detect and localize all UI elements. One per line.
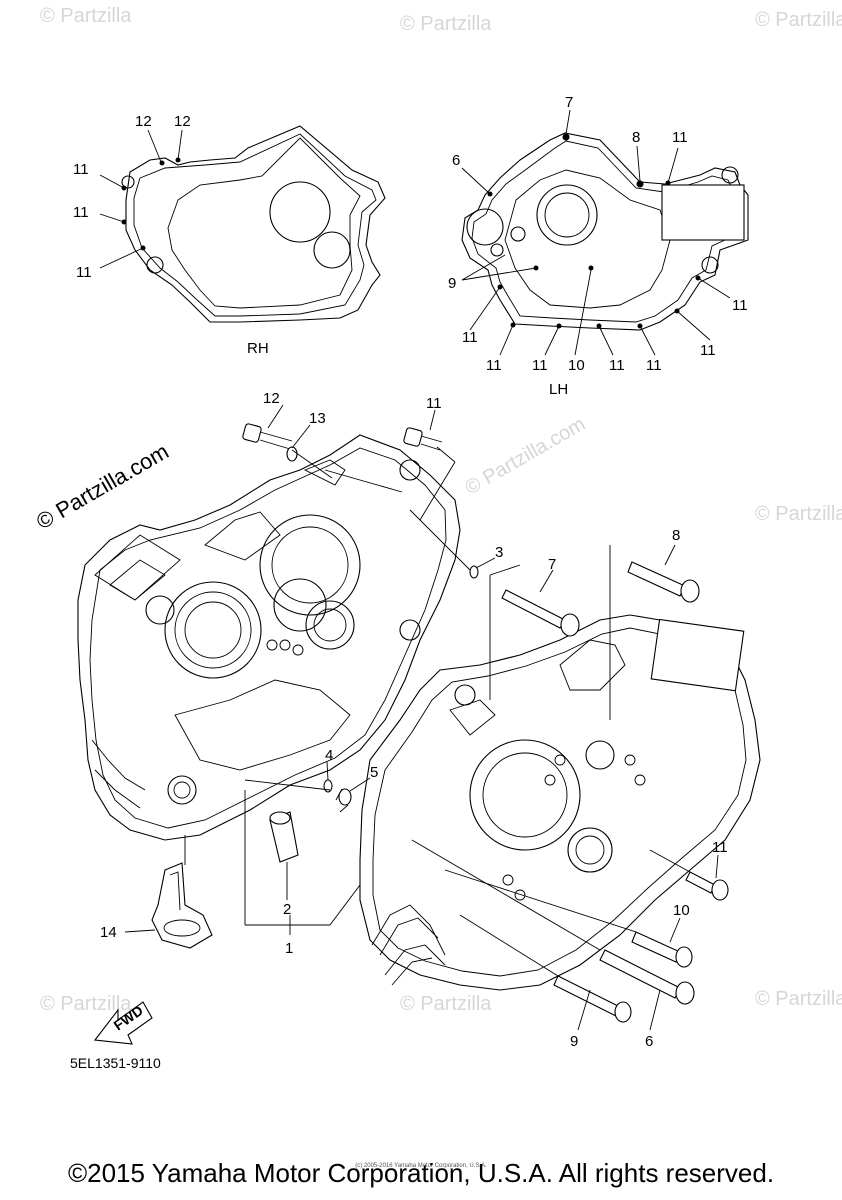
callout-6: 6 — [452, 152, 460, 169]
callout-11: 11 — [732, 297, 748, 314]
callout-11: 11 — [73, 161, 89, 178]
watermark: © Partzilla — [400, 993, 492, 1015]
callout-4: 4 — [325, 747, 333, 764]
callout-12: 12 — [174, 113, 191, 130]
callout-7: 7 — [548, 556, 556, 573]
bolt-11-top — [403, 427, 443, 451]
dowel-pin-5 — [335, 788, 352, 813]
dowel-pin-2 — [269, 811, 299, 863]
rh-bearing-hole-large — [269, 181, 331, 243]
rh-bearing-hole-small — [313, 231, 351, 269]
callout-9: 9 — [570, 1033, 578, 1050]
watermarks: © Partzilla © Partzilla © Partzilla © Pa… — [32, 5, 842, 1015]
lh-gasket-view: 7 8 11 6 9 11 11 11 11 11 10 11 11 LH — [448, 94, 749, 398]
callout-13: 13 — [309, 410, 326, 427]
rh-view-label: RH — [247, 340, 269, 357]
crankcase-left-half — [359, 614, 761, 991]
callout-2: 2 — [283, 901, 291, 918]
oil-strainer-14 — [151, 862, 213, 949]
watermark: © Partzilla — [40, 993, 132, 1015]
fasteners — [151, 423, 729, 1023]
callout-6: 6 — [645, 1033, 653, 1050]
o-ring-3 — [469, 565, 479, 579]
washer-13 — [286, 446, 298, 462]
small-credit-line: (c) 2005-2016 Yamaha Motor Corporation, … — [355, 1163, 487, 1169]
callout-11: 11 — [73, 204, 89, 221]
rh-gasket-view: 12 12 11 11 11 RH — [73, 113, 386, 357]
callout-11: 11 — [426, 395, 442, 412]
callout-12: 12 — [263, 390, 280, 407]
callout-3: 3 — [495, 544, 503, 561]
callout-10: 10 — [673, 902, 690, 919]
bolt-11-right — [685, 871, 729, 901]
bolt-6 — [599, 949, 695, 1005]
callout-8: 8 — [672, 527, 680, 544]
callout-11: 11 — [672, 129, 688, 146]
bolt-7 — [501, 589, 580, 637]
callout-11: 11 — [700, 342, 716, 359]
callout-11: 11 — [462, 329, 478, 346]
callout-1: 1 — [285, 940, 293, 957]
partzilla-brand-watermark: © Partzilla.com — [32, 439, 173, 535]
crankcase-right-half — [77, 434, 461, 841]
lh-bearing-hole-large — [536, 184, 598, 246]
callout-11: 11 — [532, 357, 548, 374]
watermark: © Partzilla — [400, 13, 492, 35]
lh-view-label: LH — [549, 381, 568, 398]
callout-14: 14 — [100, 924, 117, 941]
callout-11: 11 — [609, 357, 625, 374]
bolt-8 — [627, 561, 700, 603]
bolt-9 — [553, 975, 632, 1023]
watermark: © Partzilla — [755, 9, 842, 31]
callout-10: 10 — [568, 357, 585, 374]
main-callouts: 12 13 11 3 8 7 4 5 2 1 14 11 10 9 6 — [100, 390, 728, 1050]
callout-11: 11 — [646, 357, 662, 374]
bolt-10 — [631, 931, 693, 968]
watermark: © Partzilla — [755, 503, 842, 525]
lh-bearing-hole-small — [466, 208, 504, 246]
callout-9: 9 — [448, 275, 456, 292]
callout-7: 7 — [565, 94, 573, 111]
callout-5: 5 — [370, 764, 378, 781]
callout-8: 8 — [632, 129, 640, 146]
callout-11: 11 — [712, 839, 728, 856]
assembly-lines — [184, 446, 691, 977]
diagram-code: 5EL1351-9110 — [70, 1055, 161, 1071]
callout-11: 11 — [486, 357, 502, 374]
copyright-notice: ©2015 Yamaha Motor Corporation, U.S.A. A… — [67, 1158, 775, 1188]
watermark: © Partzilla — [755, 988, 842, 1010]
watermark: © Partzilla.com — [462, 413, 590, 499]
callout-12: 12 — [135, 113, 152, 130]
bolt-12 — [242, 423, 293, 450]
watermark: © Partzilla — [40, 5, 132, 27]
callout-11: 11 — [76, 264, 92, 281]
